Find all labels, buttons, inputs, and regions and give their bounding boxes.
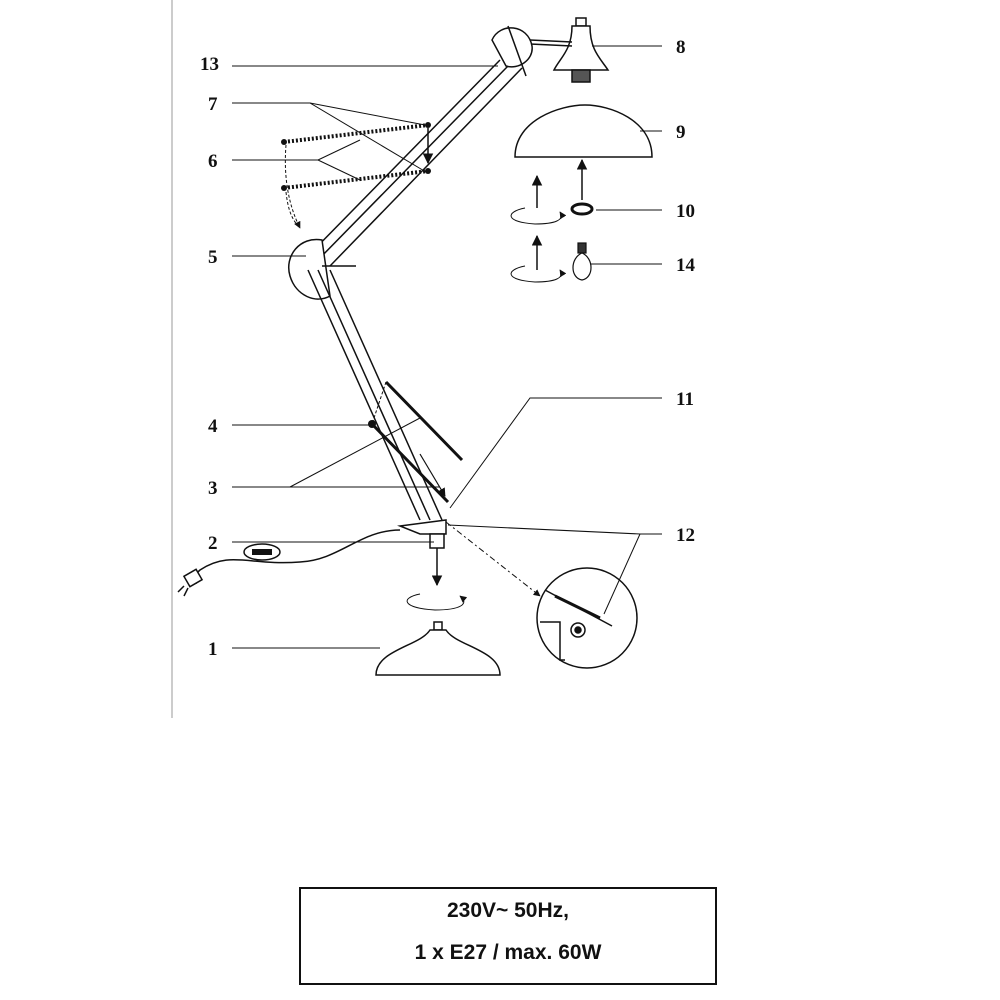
power-plug-part xyxy=(177,568,204,597)
electrical-spec-box: 230V~ 50Hz, 1 x E27 / max. 60W xyxy=(299,887,717,985)
lamp-base-part xyxy=(375,621,501,676)
callout-11: 11 xyxy=(676,389,694,410)
callout-2: 2 xyxy=(208,533,218,554)
callout-3: 3 xyxy=(208,478,218,499)
spec-voltage: 230V~ 50Hz, xyxy=(446,899,569,922)
callout-9: 9 xyxy=(676,122,686,143)
lower-arm xyxy=(307,269,443,521)
spec-bulb: 1 x E27 / max. 60W xyxy=(414,941,602,964)
callout-6: 6 xyxy=(208,151,218,172)
light-bulb-part xyxy=(572,242,592,281)
callout-13: 13 xyxy=(200,54,219,75)
callout-5: 5 xyxy=(208,247,218,268)
callout-14: 14 xyxy=(676,255,696,276)
detail-zoom-circle xyxy=(536,567,638,669)
upper-arm xyxy=(305,25,533,267)
callout-1: 1 xyxy=(208,639,218,660)
lamp-shade-part xyxy=(514,104,653,158)
callout-8: 8 xyxy=(676,37,686,58)
callout-7: 7 xyxy=(208,94,218,115)
callout-12: 12 xyxy=(676,525,695,546)
spring-part xyxy=(283,123,429,190)
callout-10: 10 xyxy=(676,201,695,222)
callout-4: 4 xyxy=(208,416,218,437)
elbow-joint-part xyxy=(288,238,331,300)
retaining-ring-part xyxy=(570,202,594,216)
lamp-head-part xyxy=(529,17,610,83)
